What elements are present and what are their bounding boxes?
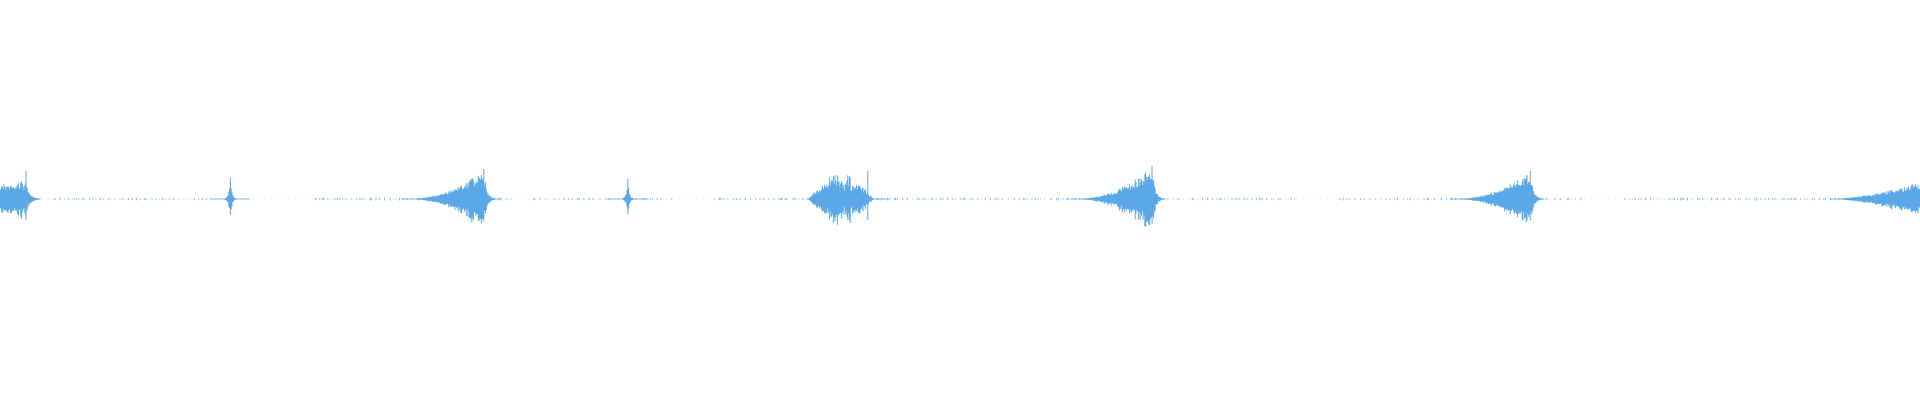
waveform-burst <box>607 179 649 214</box>
waveform-burst <box>807 171 889 225</box>
noise-trace <box>47 197 207 201</box>
waveform-burst <box>0 171 41 220</box>
noise-segment <box>47 197 207 201</box>
waveform-bursts <box>0 166 1920 227</box>
waveform-burst <box>209 178 251 215</box>
noise-segment <box>1623 197 1854 201</box>
noise-trace <box>1623 197 1854 201</box>
waveform-burst <box>1829 183 1920 214</box>
waveform-burst <box>1449 171 1545 223</box>
waveform-burst <box>403 169 498 224</box>
waveform-burst <box>1071 166 1167 227</box>
